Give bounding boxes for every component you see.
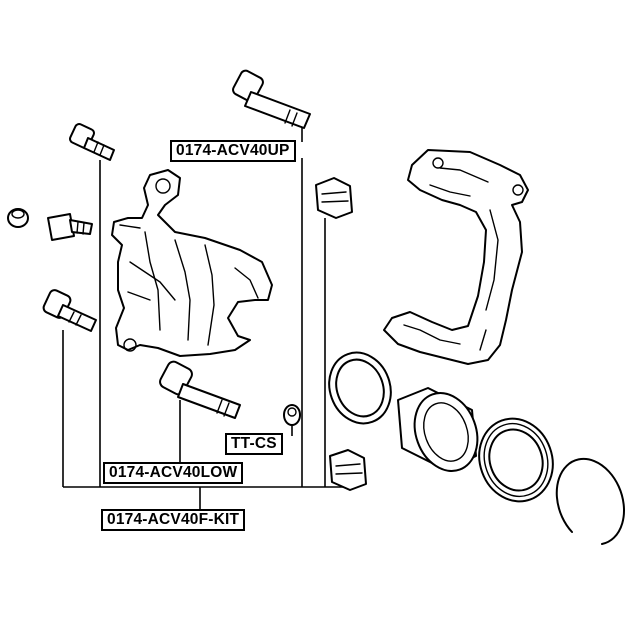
small-fitting <box>47 213 93 241</box>
piston-boot <box>478 417 554 503</box>
upper-guide-pin <box>232 69 311 129</box>
caliper-bracket <box>383 149 529 365</box>
leader-lines <box>62 128 350 512</box>
small-bush <box>283 404 301 426</box>
lower-dust-boot <box>329 449 367 491</box>
bleeder-screw <box>69 123 115 161</box>
upper-dust-boot <box>315 177 353 219</box>
part-label-boot: TT-CS <box>225 433 283 455</box>
piston <box>397 387 479 472</box>
caliper-housing <box>111 169 273 357</box>
part-label-kit: 0174-ACV40F-KIT <box>101 509 246 531</box>
piston-seal <box>328 351 392 425</box>
lower-guide-pin <box>159 360 241 419</box>
part-label-upper-pin: 0174-ACV40UP <box>170 140 296 162</box>
bleeder-cap <box>7 208 29 228</box>
lower-bolt <box>42 289 97 332</box>
part-label-lower-pin: 0174-ACV40LOW <box>103 462 244 484</box>
retaining-ring <box>555 457 625 545</box>
